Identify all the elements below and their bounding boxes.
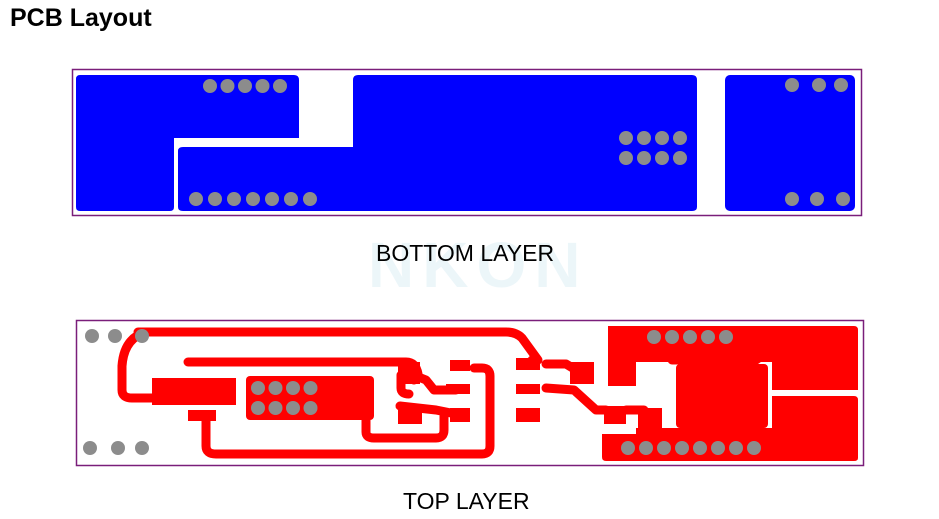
pad — [701, 330, 715, 344]
pad-smd-9 — [570, 362, 594, 384]
pad — [265, 192, 279, 206]
pad — [711, 441, 725, 455]
pad-small-left — [188, 410, 216, 421]
copper-pour-center — [178, 75, 697, 211]
page-title: PCB Layout — [10, 4, 152, 32]
pad — [303, 401, 318, 415]
watermark-logo: NKON — [368, 229, 589, 301]
bottom-pads — [189, 78, 850, 206]
pad-smd-1 — [398, 362, 420, 384]
pad — [619, 151, 633, 165]
trace-left-arc — [117, 327, 161, 403]
trace-mid-link — [396, 370, 414, 399]
pad — [693, 441, 707, 455]
pad — [673, 131, 687, 145]
pad — [683, 330, 697, 344]
pad — [189, 192, 203, 206]
pad — [729, 441, 743, 455]
pad — [834, 78, 848, 92]
pad — [246, 192, 260, 206]
copper-pour-right-stub — [638, 408, 662, 430]
pad — [135, 441, 149, 455]
pad — [111, 441, 125, 455]
pad — [238, 79, 252, 93]
pad — [251, 401, 265, 415]
pad — [673, 151, 687, 165]
top-layer-label: TOP LAYER — [403, 488, 530, 514]
bottom-layer-label: BOTTOM LAYER — [376, 240, 555, 266]
copper-pour-right-core — [676, 364, 768, 428]
pad — [637, 131, 651, 145]
pad-smd-3 — [450, 360, 470, 371]
trace-right-mid — [541, 383, 611, 415]
board-outline — [75, 319, 865, 467]
pad — [85, 329, 99, 343]
top-pads — [83, 329, 761, 455]
pad — [657, 441, 671, 455]
pad — [637, 151, 651, 165]
pad — [83, 441, 97, 455]
pad — [675, 441, 689, 455]
pad — [655, 151, 669, 165]
pad — [812, 78, 826, 92]
pad — [220, 79, 235, 93]
pad — [135, 329, 149, 343]
pad — [639, 441, 653, 455]
board-outline — [71, 68, 863, 217]
trace-outer-loop — [133, 327, 543, 365]
copper-pour-left — [76, 75, 299, 211]
pad — [655, 131, 669, 145]
pad-smd-2 — [398, 404, 422, 424]
pad-block-left — [152, 378, 236, 405]
pad-smd-6 — [516, 358, 540, 370]
pad — [108, 329, 122, 343]
pad — [273, 79, 287, 93]
pad — [747, 441, 761, 455]
trace-center-ring — [361, 407, 449, 443]
top-layer-board — [75, 319, 865, 467]
pad — [268, 401, 283, 415]
pad — [647, 330, 661, 344]
pad-smd-5 — [450, 408, 470, 422]
pad-smd-4 — [446, 384, 470, 394]
pad — [255, 79, 270, 93]
pad-smd-7 — [516, 384, 540, 394]
pad — [621, 441, 635, 455]
copper-pour-right — [725, 75, 855, 211]
pad-smd-10 — [604, 406, 626, 424]
pad — [284, 192, 298, 206]
pad — [286, 401, 300, 415]
pad — [719, 330, 733, 344]
pad — [208, 192, 222, 206]
pad — [303, 192, 317, 206]
trace-lower-loop — [201, 363, 495, 459]
bottom-layer-board — [71, 68, 863, 217]
pad — [665, 330, 679, 344]
pad — [251, 381, 265, 395]
pad — [286, 381, 300, 395]
pad-smd-8 — [516, 408, 540, 422]
pad — [836, 192, 850, 206]
pad — [785, 192, 799, 206]
pad — [227, 192, 241, 206]
pad — [619, 131, 633, 145]
pad — [303, 381, 318, 395]
pad — [810, 192, 824, 206]
pad — [203, 79, 217, 93]
pad — [785, 78, 799, 92]
pad — [268, 381, 283, 395]
